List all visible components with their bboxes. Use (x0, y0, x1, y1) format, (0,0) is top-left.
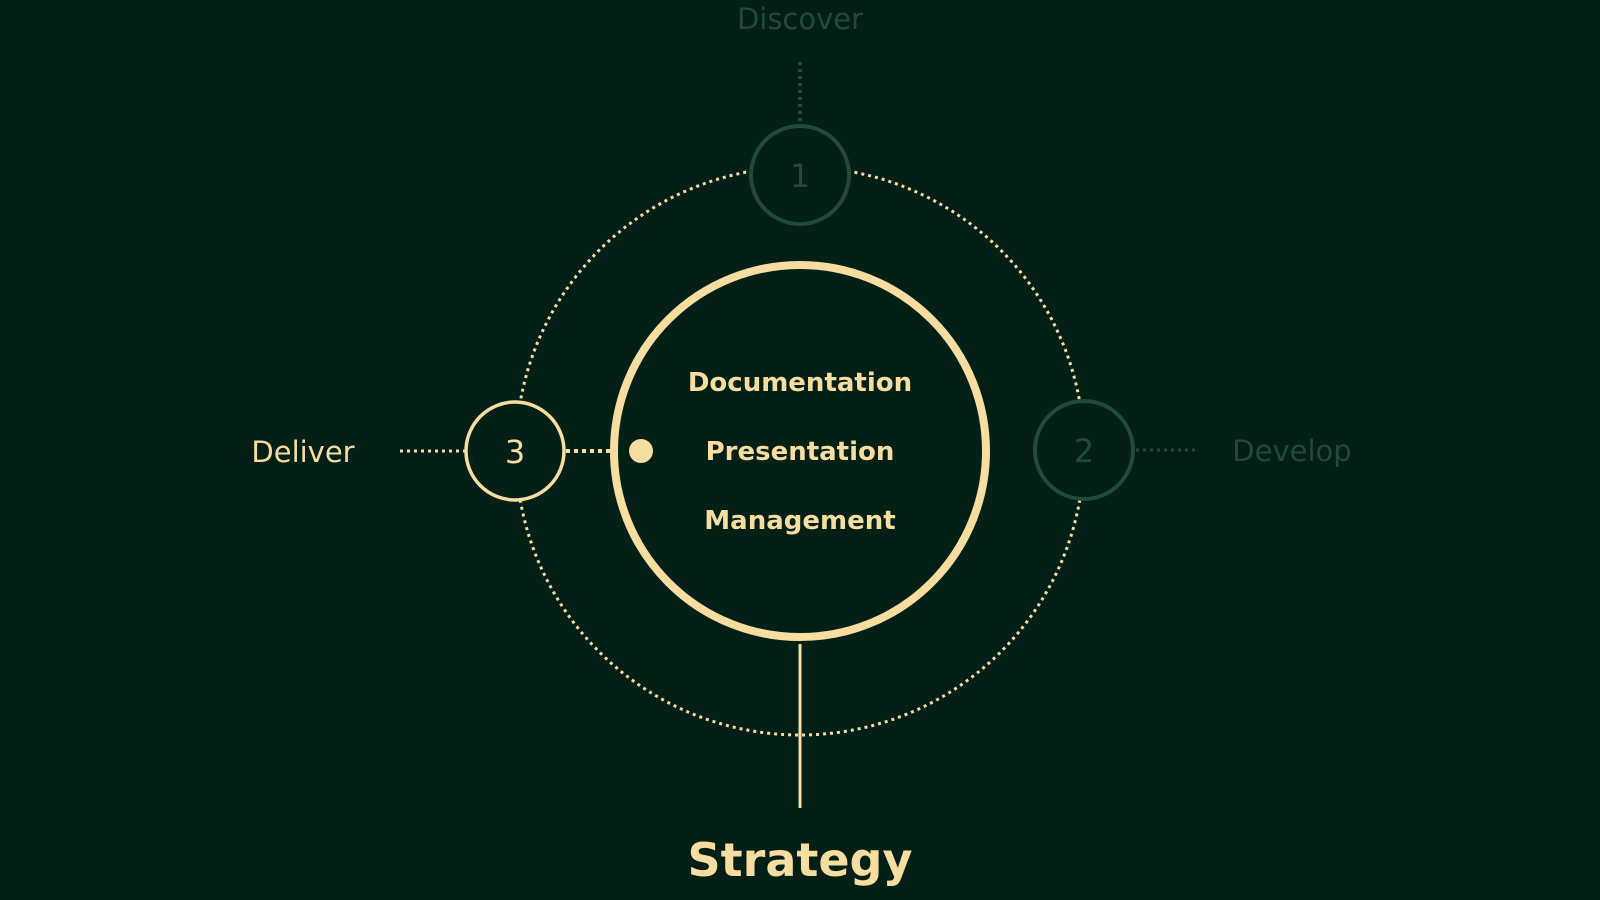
stage-node-develop[interactable]: 2 (1033, 399, 1135, 501)
stage-number: 3 (505, 433, 525, 471)
center-circle (610, 261, 990, 641)
stage-label-develop[interactable]: Develop (1232, 434, 1351, 468)
stage-number: 1 (790, 157, 810, 195)
stage-node-deliver[interactable]: 3 (464, 400, 566, 502)
diagram-title: Strategy (688, 833, 913, 887)
center-item-presentation: Presentation (706, 437, 895, 467)
center-item-management: Management (704, 506, 895, 536)
stage-label-deliver[interactable]: Deliver (251, 435, 354, 469)
stage-number: 2 (1074, 432, 1094, 470)
stage-node-discover[interactable]: 1 (749, 124, 851, 226)
center-item-documentation: Documentation (688, 368, 912, 398)
active-indicator-dot (629, 439, 653, 463)
stage-label-discover[interactable]: Discover (737, 2, 863, 36)
